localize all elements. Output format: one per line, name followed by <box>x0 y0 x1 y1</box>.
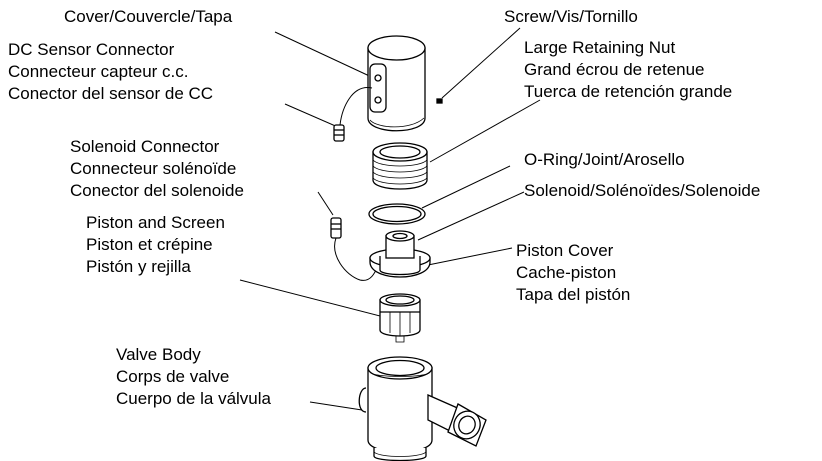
leader-retaining-nut <box>429 99 541 163</box>
dc-sensor-connector-part <box>333 87 373 142</box>
label-screw: Screw/Vis/Tornillo <box>504 6 638 28</box>
label-solenoid-connector-es: Conector del solenoide <box>70 181 244 200</box>
label-piston-screen-en: Piston and Screen <box>86 213 225 232</box>
label-solenoid-connector-en: Solenoid Connector <box>70 137 220 156</box>
label-dc-sensor-fr: Connecteur capteur c.c. <box>8 62 189 81</box>
label-dc-sensor-en: DC Sensor Connector <box>8 40 175 59</box>
o-ring-part <box>368 203 426 225</box>
label-valve-body-fr: Corps de valve <box>116 367 230 386</box>
label-piston-cover-fr: Cache-piston <box>516 263 617 282</box>
piston-screen-part <box>379 293 421 343</box>
label-piston-screen-es: Pistón y rejilla <box>86 257 191 276</box>
label-dc-sensor-es: Conector del sensor de CC <box>8 84 214 103</box>
label-solenoid-connector: Solenoid Connector Connecteur solénoïde … <box>70 136 244 202</box>
solenoid-connector-part <box>330 217 381 281</box>
label-piston-cover-es: Tapa del pistón <box>516 285 631 304</box>
valve-body-part <box>358 356 487 461</box>
label-cover-line: Cover/Couvercle/Tapa <box>64 7 233 26</box>
retaining-nut-part <box>372 142 428 190</box>
leader-valve-body <box>309 401 363 411</box>
label-retaining-nut-es: Tuerca de retención grande <box>524 82 733 101</box>
leader-solenoid <box>417 191 525 241</box>
label-retaining-nut-en: Large Retaining Nut <box>524 38 676 57</box>
label-piston-cover: Piston Cover Cache-piston Tapa del pistó… <box>516 240 630 306</box>
label-o-ring-line: O-Ring/Joint/Arosello <box>524 150 685 169</box>
label-solenoid-line: Solenoid/Solénoïdes/Solenoide <box>524 181 761 200</box>
label-valve-body-en: Valve Body <box>116 345 201 364</box>
label-solenoid-connector-fr: Connecteur solénoïde <box>70 159 237 178</box>
leader-dc-sensor <box>284 103 341 129</box>
leader-piston-cover <box>427 247 513 266</box>
label-valve-body: Valve Body Corps de valve Cuerpo de la v… <box>116 344 271 410</box>
label-solenoid: Solenoid/Solénoïdes/Solenoide <box>524 180 760 202</box>
leader-piston-screen <box>239 279 389 319</box>
label-cover: Cover/Couvercle/Tapa <box>64 6 232 28</box>
label-valve-body-es: Cuerpo de la válvula <box>116 389 271 408</box>
label-retaining-nut-fr: Grand écrou de retenue <box>524 60 705 79</box>
label-piston-screen-fr: Piston et crépine <box>86 235 213 254</box>
solenoid-piston-cover-part <box>369 230 431 278</box>
label-retaining-nut: Large Retaining Nut Grand écrou de reten… <box>524 37 732 103</box>
leader-o-ring <box>421 165 511 209</box>
label-piston-screen: Piston and Screen Piston et crépine Pist… <box>86 212 225 278</box>
leader-cover <box>274 31 379 81</box>
leader-screw <box>441 27 521 99</box>
label-screw-line: Screw/Vis/Tornillo <box>504 7 638 26</box>
leader-solenoid-connector <box>317 191 334 216</box>
screw-part <box>436 98 443 104</box>
label-o-ring: O-Ring/Joint/Arosello <box>524 149 685 171</box>
leader-lines <box>239 27 541 411</box>
cover-part <box>367 35 426 132</box>
label-piston-cover-en: Piston Cover <box>516 241 614 260</box>
label-dc-sensor-connector: DC Sensor Connector Connecteur capteur c… <box>8 39 213 105</box>
